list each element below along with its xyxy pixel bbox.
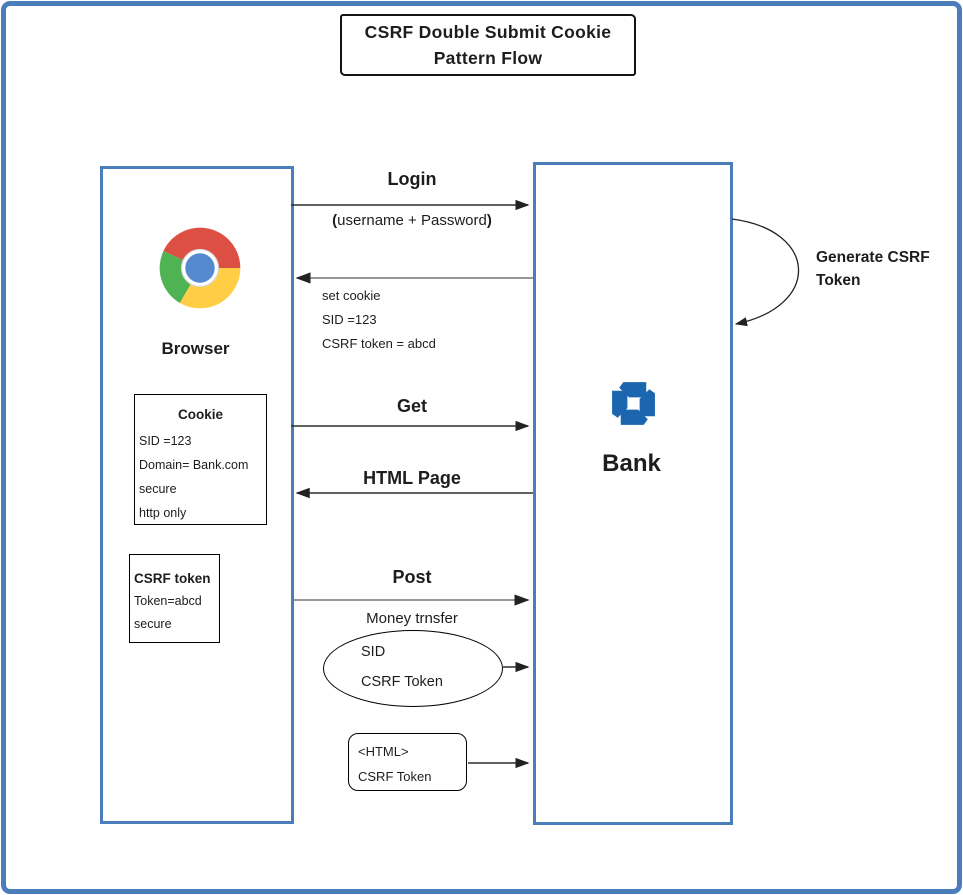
csrf-token-box: CSRF token Token=abcd secure bbox=[129, 554, 220, 643]
post-payload-sid: SID bbox=[361, 644, 386, 660]
generate-token-label: Generate CSRF Token bbox=[816, 246, 961, 292]
csrf-box-title: CSRF token bbox=[134, 571, 211, 586]
get-message-label: Get bbox=[396, 396, 427, 416]
post-payload-ellipse: SID CSRF Token bbox=[323, 630, 503, 707]
post-message-sublabel: Money trnsfer bbox=[366, 610, 458, 627]
generate-token-label-line1: Generate CSRF bbox=[816, 249, 930, 266]
html-page-message-label: HTML Page bbox=[363, 468, 461, 488]
cookie-row-domain: Domain= Bank.com bbox=[139, 458, 249, 472]
html-payload-csrf-token: CSRF Token bbox=[358, 769, 432, 784]
bank-actor-box bbox=[533, 162, 733, 825]
browser-label: Browser bbox=[161, 339, 230, 358]
cookie-row-secure: secure bbox=[139, 482, 177, 496]
cookie-row-httponly: http only bbox=[139, 506, 187, 520]
login-paren-open: ( bbox=[332, 212, 338, 229]
set-cookie-row-1: set cookie bbox=[322, 288, 381, 303]
html-payload-tag: <HTML> bbox=[358, 744, 409, 759]
html-payload-box: <HTML> CSRF Token bbox=[348, 733, 467, 791]
diagram-title-line2: Pattern Flow bbox=[433, 48, 543, 68]
csrf-row-secure: secure bbox=[134, 617, 172, 631]
bank-label: Bank bbox=[602, 450, 661, 477]
post-payload-csrf-token: CSRF Token bbox=[361, 674, 443, 690]
cookie-box-title: Cookie bbox=[177, 407, 223, 422]
login-sub-text: username + Password bbox=[337, 212, 487, 229]
cookie-row-sid: SID =123 bbox=[139, 434, 192, 448]
chase-bank-icon bbox=[612, 382, 655, 425]
post-message-label: Post bbox=[392, 567, 432, 587]
diagram-title-box: CSRF Double Submit Cookie Pattern Flow bbox=[340, 14, 636, 76]
cookie-box: Cookie SID =123 Domain= Bank.com secure … bbox=[134, 394, 267, 525]
chrome-icon bbox=[159, 227, 241, 309]
csrf-row-token: Token=abcd bbox=[134, 594, 202, 608]
login-message-label: Login bbox=[387, 169, 437, 189]
generate-token-label-line2: Token bbox=[816, 272, 861, 289]
diagram-title-line1: CSRF Double Submit Cookie bbox=[364, 22, 612, 42]
login-message-sublabel: (username + Password) bbox=[291, 212, 533, 229]
login-paren-close: ) bbox=[486, 212, 492, 229]
set-cookie-message-rows: set cookie SID =123 CSRF token = abcd bbox=[322, 284, 436, 356]
set-cookie-row-3: CSRF token = abcd bbox=[322, 336, 436, 351]
set-cookie-row-2: SID =123 bbox=[322, 312, 377, 327]
